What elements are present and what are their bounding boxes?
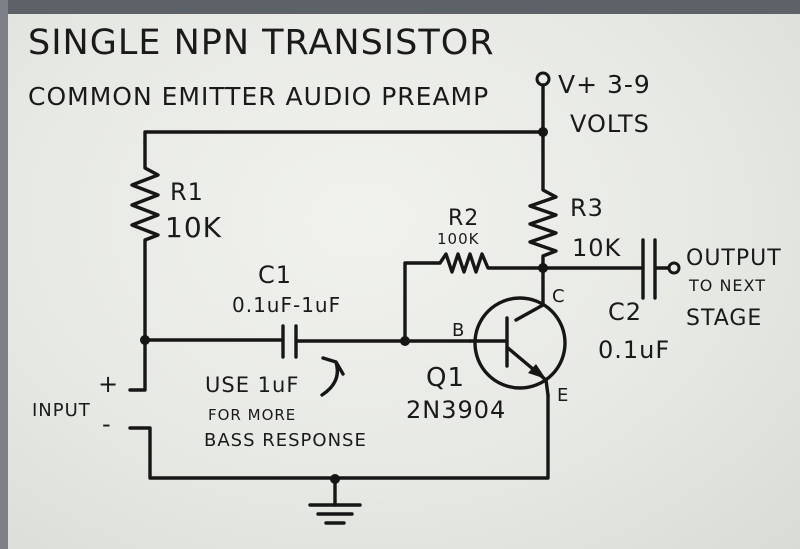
input-plus-sign: + <box>98 370 120 398</box>
input-plus-wire <box>128 338 147 392</box>
output-label: OUTPUT <box>686 246 782 271</box>
input-minus-sign: - <box>102 410 112 438</box>
output-terminal <box>667 261 681 275</box>
c2-value: 0.1uF <box>598 336 671 364</box>
c1-name: C1 <box>258 261 293 289</box>
r1-name: R1 <box>170 178 204 206</box>
q1-name: Q1 <box>426 363 466 393</box>
note-line-3: BASS RESPONSE <box>204 430 367 451</box>
top-rail-wire <box>143 130 545 144</box>
output-next-label: TO NEXT <box>689 276 766 295</box>
supply-unit-label: VOLTS <box>570 110 650 138</box>
q1-part-number: 2N3904 <box>406 396 507 424</box>
emitter-arrow <box>528 364 546 379</box>
note-line-1: USE 1uF <box>205 373 300 397</box>
r1-value: 10K <box>165 211 222 244</box>
emitter-lead <box>506 346 550 397</box>
q1-pin-c: C <box>552 286 566 307</box>
r2-value: 100K <box>437 230 480 248</box>
title-line-1: SINGLE NPN TRANSISTOR <box>28 23 495 63</box>
supply-terminal <box>535 71 551 87</box>
r3-value: 10K <box>572 234 622 262</box>
output-stage-label: STAGE <box>686 306 763 331</box>
title-line-2: COMMON EMITTER AUDIO PREAMP <box>28 82 490 111</box>
r3-resistor <box>528 130 558 270</box>
q1-pin-e: E <box>557 385 570 406</box>
r2-name: R2 <box>448 206 480 231</box>
supply-voltage-label: V+ 3-9 <box>558 70 651 99</box>
whiteboard-frame-top <box>0 0 800 14</box>
collector-wire <box>514 266 545 322</box>
c2-name: C2 <box>608 298 643 326</box>
q1-pin-b: B <box>452 320 466 341</box>
q1-transistor <box>473 296 567 390</box>
note-line-2: FOR MORE <box>208 406 297 424</box>
whiteboard-frame-left <box>0 0 8 549</box>
r3-name: R3 <box>570 194 604 222</box>
ground-icon <box>308 503 362 525</box>
note-arrow-icon <box>320 356 345 397</box>
r2-resistor <box>403 252 545 343</box>
r1-resistor <box>130 140 160 342</box>
ground-rail-wire <box>128 393 550 480</box>
c1-value: 0.1uF-1uF <box>232 293 342 317</box>
input-label: INPUT <box>32 400 91 421</box>
